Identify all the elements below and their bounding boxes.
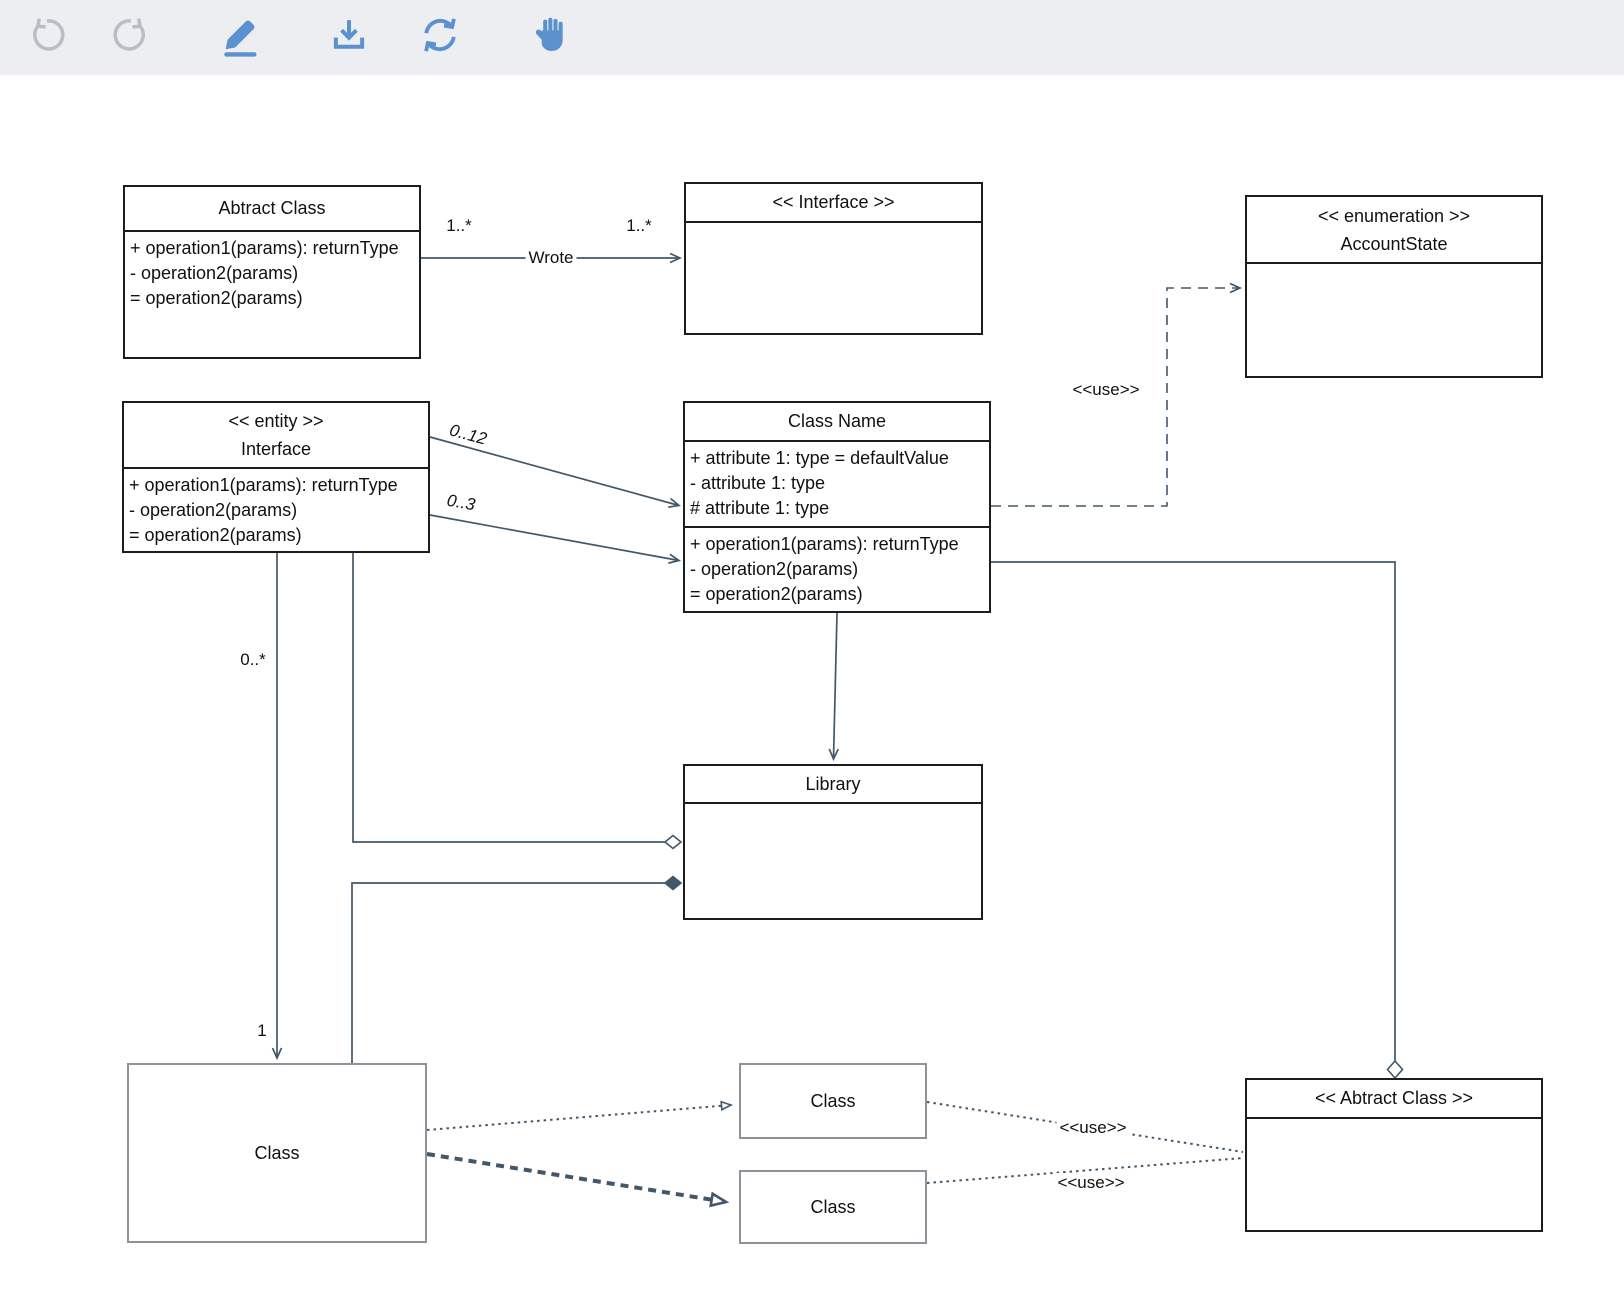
connector-0-3 <box>429 514 682 564</box>
class-box-small-1[interactable]: Class <box>739 1063 927 1139</box>
operation-line: - operation2(params) <box>130 263 299 283</box>
undo-icon <box>33 18 65 51</box>
class-title: << entity >> Interface <box>124 403 428 469</box>
class-box-abstract-bottom[interactable]: << Abtract Class >> <box>1245 1078 1543 1232</box>
attribute-line: - attribute 1: type <box>690 473 826 493</box>
connector-dashed-class2 <box>426 1152 726 1202</box>
operation-line: + operation1(params): returnType <box>130 238 399 258</box>
operations-compartment: + operation1(params): returnType - opera… <box>124 469 428 548</box>
diamond-open-abstract <box>1386 1059 1404 1080</box>
class-box-abstract-top[interactable]: Abtract Class + operation1(params): retu… <box>123 185 421 359</box>
connector-layer <box>271 252 1404 1316</box>
pan-tool-button[interactable] <box>528 10 574 60</box>
operations-compartment: + operation1(params): returnType - opera… <box>685 528 989 607</box>
operations-compartment: + operation1(params): returnType - opera… <box>125 232 419 311</box>
class-box-big[interactable]: Class <box>127 1063 427 1243</box>
redo-button[interactable] <box>108 10 154 60</box>
redo-icon <box>113 18 145 51</box>
download-button[interactable] <box>326 10 372 60</box>
download-icon <box>333 20 365 49</box>
class-title: << Interface >> <box>686 184 981 223</box>
class-name-text: Interface <box>240 439 312 459</box>
connector-dotted-class1 <box>426 1105 731 1131</box>
connector-classname-library <box>828 612 840 762</box>
class-title: Class <box>810 1196 856 1217</box>
operation-line: - operation2(params) <box>129 500 298 520</box>
class-box-interface-top[interactable]: << Interface >> <box>684 182 983 335</box>
class-title: Class <box>810 1090 856 1111</box>
operation-line: = operation2(params) <box>129 525 302 545</box>
class-title: << Abtract Class >> <box>1247 1080 1541 1119</box>
class-title: Class Name <box>685 403 989 442</box>
refresh-icon <box>424 18 456 52</box>
operation-line: + operation1(params): returnType <box>690 534 959 554</box>
stereotype: << entity >> <box>228 411 324 431</box>
diamond-open-library <box>663 834 683 850</box>
use-stereotype-label: <<use>> <box>1069 380 1143 400</box>
class-title: Library <box>685 766 981 804</box>
class-box-enumeration[interactable]: << enumeration >> AccountState <box>1245 195 1543 378</box>
pencil-icon <box>224 20 257 57</box>
class-title: << enumeration >> AccountState <box>1247 197 1541 264</box>
stereotype: << enumeration >> <box>1317 205 1471 226</box>
multiplicity-label: 1..* <box>443 216 475 236</box>
association-label: Wrote <box>525 248 577 268</box>
diamond-filled-library <box>663 875 683 891</box>
class-box-library[interactable]: Library <box>683 764 983 920</box>
class-box-small-2[interactable]: Class <box>739 1170 927 1244</box>
attribute-line: # attribute 1: type <box>690 498 830 518</box>
operation-line: - operation2(params) <box>690 559 859 579</box>
attributes-compartment: + attribute 1: type = defaultValue - att… <box>685 442 989 528</box>
multiplicity-label: 0..* <box>237 650 269 670</box>
connector-classname-abstract <box>991 561 1396 1061</box>
diagram-canvas: Abtract Class + operation1(params): retu… <box>0 75 1624 1316</box>
multiplicity-label: 1..* <box>623 216 655 236</box>
connector-use-class2 <box>926 1157 1244 1184</box>
connector-composition-library <box>351 882 665 1063</box>
multiplicity-label: 1 <box>254 1021 270 1041</box>
attribute-line: + attribute 1: type = defaultValue <box>690 448 949 468</box>
operation-line: = operation2(params) <box>130 288 303 308</box>
connector-use-class1 <box>926 1101 1244 1153</box>
edit-tool-button[interactable] <box>216 10 262 60</box>
class-title: Class <box>254 1142 300 1163</box>
connector-0-12 <box>429 436 681 509</box>
class-name-text: AccountState <box>1340 233 1448 254</box>
toolbar <box>0 0 1624 76</box>
connector-use-enum <box>991 282 1243 507</box>
hand-icon <box>535 17 563 51</box>
use-stereotype-label: <<use>> <box>1054 1173 1128 1193</box>
undo-button[interactable] <box>24 10 70 60</box>
refresh-button[interactable] <box>416 10 462 60</box>
connector-aggregation-library <box>352 533 665 843</box>
class-title: Abtract Class <box>125 187 419 232</box>
use-stereotype-label: <<use>> <box>1056 1118 1130 1138</box>
class-box-class-name[interactable]: Class Name + attribute 1: type = default… <box>683 401 991 613</box>
operation-line: = operation2(params) <box>690 584 863 604</box>
operation-line: + operation1(params): returnType <box>129 475 398 495</box>
class-box-entity-interface[interactable]: << entity >> Interface + operation1(para… <box>122 401 430 553</box>
